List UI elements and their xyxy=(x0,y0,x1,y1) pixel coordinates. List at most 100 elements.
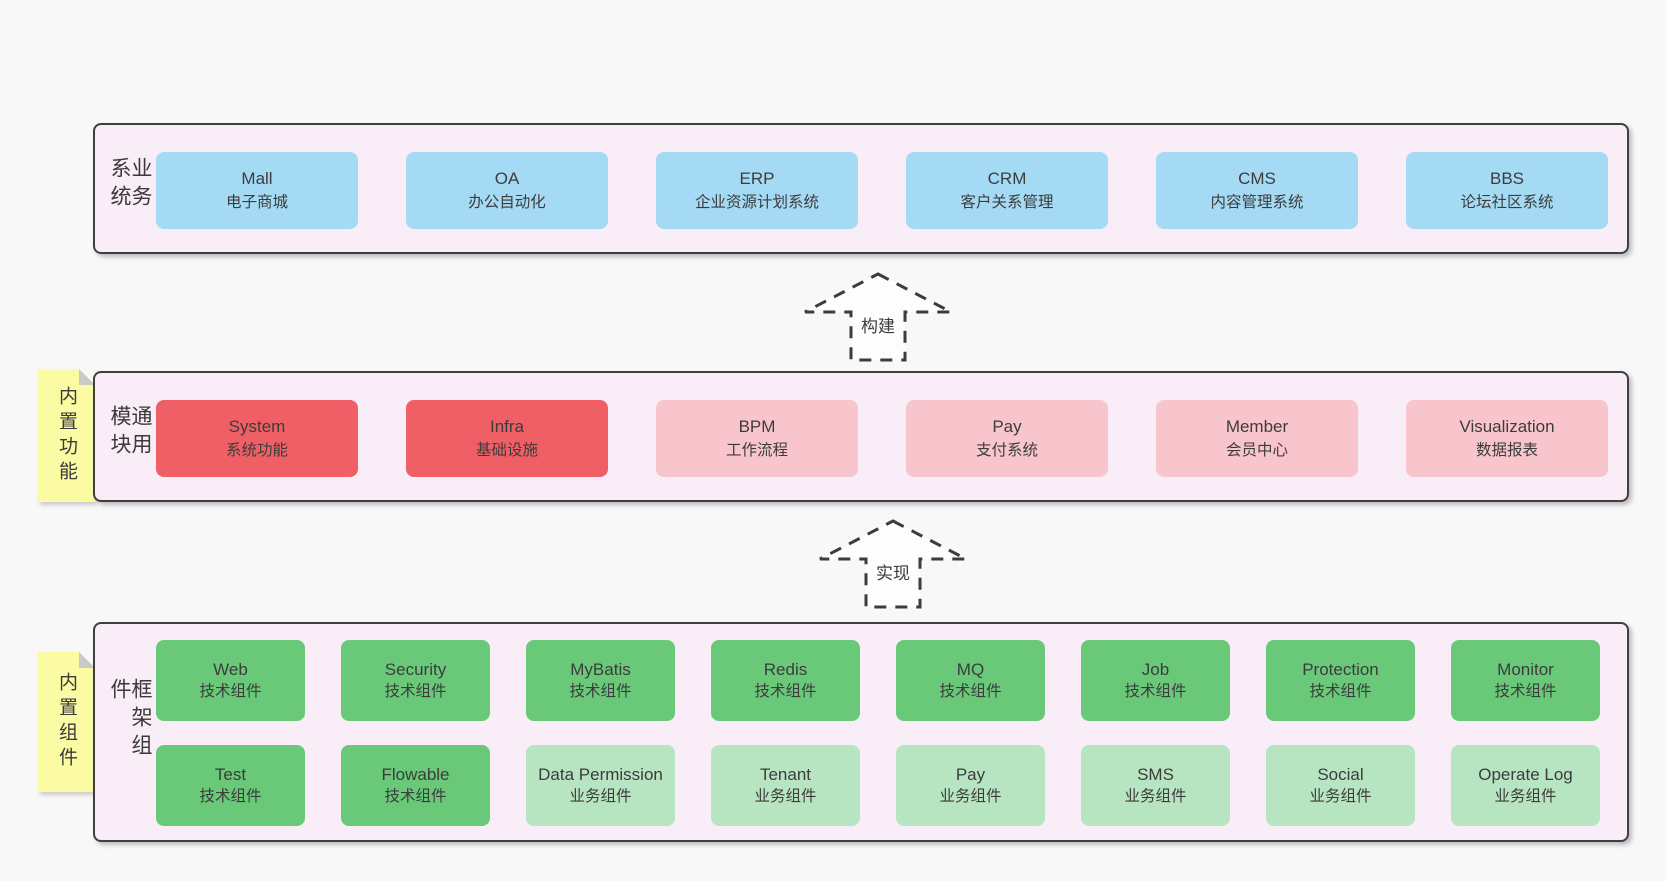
common-modules-panel: 通用模块 System 系统功能 Infra 基础设施 BPM 工作流程 Pay 支付系统 Me… xyxy=(93,371,1629,502)
box-name-en: BPM xyxy=(738,416,776,436)
box-redis: Redis 技术组件 xyxy=(711,640,860,721)
box-name-en: Redis xyxy=(763,659,808,679)
box-data-permission: Data Permission 业务组件 xyxy=(526,745,675,826)
box-name-zh: 技术组件 xyxy=(569,682,632,700)
box-monitor: Monitor 技术组件 xyxy=(1451,640,1600,721)
box-name-zh: 数据报表 xyxy=(1475,441,1538,459)
box-name-zh: 技术组件 xyxy=(199,787,262,805)
arrow-label: 实现 xyxy=(876,564,910,583)
box-system: System 系统功能 xyxy=(156,400,358,477)
box-bbs: BBS 论坛社区系统 xyxy=(1406,152,1608,229)
box-name-en: Protection xyxy=(1302,659,1379,679)
sticky-note-paper xyxy=(38,652,95,792)
box-mq: MQ 技术组件 xyxy=(896,640,1045,721)
panel-side-label: 框架组件 xyxy=(108,678,152,762)
box-name-en: Operate Log xyxy=(1478,764,1573,784)
box-name-en: Test xyxy=(214,764,247,784)
box-name-en: System xyxy=(228,416,286,436)
box-test: Test 技术组件 xyxy=(156,745,305,826)
box-name-zh: 技术组件 xyxy=(384,787,447,805)
sticky-note-label: 内置组件 xyxy=(56,672,77,772)
box-name-zh: 业务组件 xyxy=(1309,787,1372,805)
panel-side-label: 业务系统 xyxy=(108,156,152,213)
box-name-zh: 技术组件 xyxy=(1494,682,1557,700)
sticky-note-builtin-components: 内置组件 xyxy=(38,652,95,792)
box-name-en: Social xyxy=(1317,764,1364,784)
box-name-en: CRM xyxy=(987,168,1027,188)
box-name-zh: 系统功能 xyxy=(225,441,288,459)
box-sms: SMS 业务组件 xyxy=(1081,745,1230,826)
box-name-zh: 业务组件 xyxy=(754,787,817,805)
business-systems-panel: 业务系统 Mall 电子商城 OA 办公自动化 ERP 企业资源计划系统 CRM 客户关系管理… xyxy=(93,123,1629,254)
box-name-en: ERP xyxy=(739,168,775,188)
sticky-note-builtin-features: 内置功能 xyxy=(38,369,95,502)
box-bpm: BPM 工作流程 xyxy=(656,400,858,477)
box-name-en: Visualization xyxy=(1459,416,1555,436)
box-tenant: Tenant 业务组件 xyxy=(711,745,860,826)
box-row: Mall 电子商城 OA 办公自动化 ERP 企业资源计划系统 CRM 客户关系管理 CMS 内容… xyxy=(156,152,1608,229)
box-name-en: SMS xyxy=(1137,764,1174,784)
arrow-label: 构建 xyxy=(861,317,895,336)
box-name-en: Mall xyxy=(241,168,273,188)
box-name-en: Tenant xyxy=(759,764,812,784)
box-mybatis: MyBatis 技术组件 xyxy=(526,640,675,721)
box-name-zh: 内容管理系统 xyxy=(1210,193,1304,211)
box-name-en: Security xyxy=(384,659,447,679)
box-oa: OA 办公自动化 xyxy=(406,152,608,229)
box-flowable: Flowable 技术组件 xyxy=(341,745,490,826)
box-name-zh: 技术组件 xyxy=(754,682,817,700)
box-cms: CMS 内容管理系统 xyxy=(1156,152,1358,229)
box-crm: CRM 客户关系管理 xyxy=(906,152,1108,229)
box-name-en: BBS xyxy=(1489,168,1525,188)
box-name-zh: 技术组件 xyxy=(199,682,262,700)
box-visualization: Visualization 数据报表 xyxy=(1406,400,1608,477)
arrow-label-background xyxy=(855,310,901,340)
box-name-zh: 技术组件 xyxy=(1124,682,1187,700)
box-name-zh: 业务组件 xyxy=(1494,787,1557,805)
box-name-en: Monitor xyxy=(1497,659,1554,679)
box-name-zh: 基础设施 xyxy=(475,441,538,459)
box-pay: Pay 业务组件 xyxy=(896,745,1045,826)
box-name-en: Infra xyxy=(489,416,525,436)
box-name-en: Job xyxy=(1141,659,1170,679)
box-name-en: MQ xyxy=(956,659,985,679)
box-name-zh: 支付系统 xyxy=(975,441,1038,459)
box-name-zh: 业务组件 xyxy=(569,787,632,805)
panel-side-label: 通用模块 xyxy=(108,404,152,461)
box-name-zh: 技术组件 xyxy=(939,682,1002,700)
box-name-en: Flowable xyxy=(381,764,450,784)
box-name-zh: 客户关系管理 xyxy=(960,193,1054,211)
box-name-zh: 办公自动化 xyxy=(468,193,546,211)
box-operate-log: Operate Log 业务组件 xyxy=(1451,745,1600,826)
build-arrow: 构建 xyxy=(804,272,952,362)
box-name-zh: 论坛社区系统 xyxy=(1460,193,1554,211)
box-security: Security 技术组件 xyxy=(341,640,490,721)
box-social: Social 业务组件 xyxy=(1266,745,1415,826)
sticky-note-label: 内置功能 xyxy=(56,385,77,486)
box-name-en: OA xyxy=(494,168,520,188)
box-name-zh: 电子商城 xyxy=(225,193,288,211)
box-name-en: Data Permission xyxy=(538,764,663,784)
box-name-zh: 技术组件 xyxy=(1309,682,1372,700)
arrow-label-background xyxy=(870,557,916,587)
sticky-note-paper xyxy=(38,369,95,502)
box-name-en: CMS xyxy=(1238,168,1276,188)
box-name-zh: 业务组件 xyxy=(1124,787,1187,805)
box-name-zh: 业务组件 xyxy=(939,787,1002,805)
box-name-zh: 技术组件 xyxy=(384,682,447,700)
box-name-zh: 企业资源计划系统 xyxy=(694,193,819,211)
box-name-en: MyBatis xyxy=(570,659,631,679)
box-name-en: Pay xyxy=(955,764,986,784)
implement-arrow: 实现 xyxy=(819,519,967,609)
box-name-en: Pay xyxy=(992,416,1022,436)
box-infra: Infra 基础设施 xyxy=(406,400,608,477)
box-name-zh: 会员中心 xyxy=(1225,441,1288,459)
box-job: Job 技术组件 xyxy=(1081,640,1230,721)
box-name-zh: 工作流程 xyxy=(725,441,788,459)
